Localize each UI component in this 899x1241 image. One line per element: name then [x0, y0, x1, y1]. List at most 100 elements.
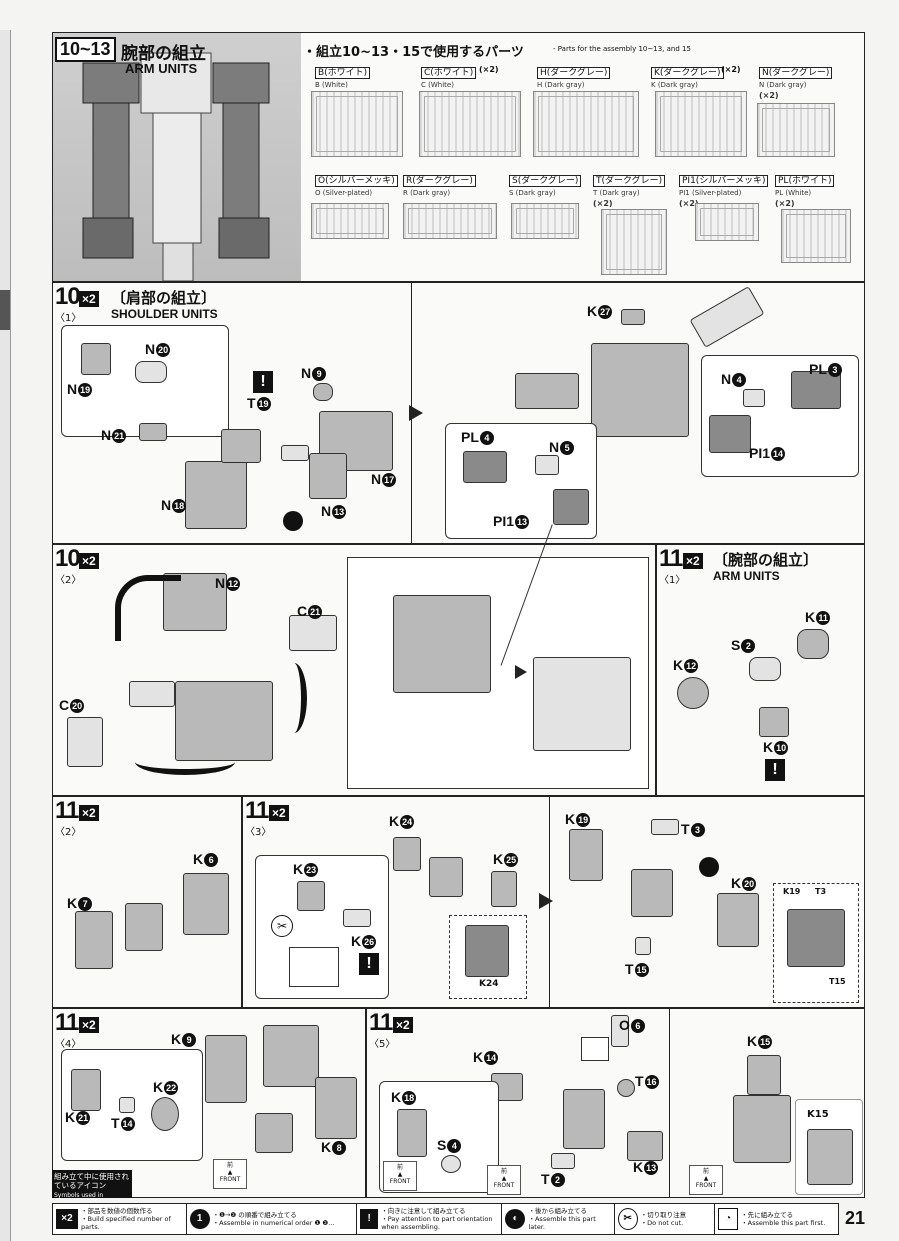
part-n19: [81, 343, 111, 375]
part-t16: [617, 1079, 635, 1097]
part-n21: [139, 423, 167, 441]
part-k12: [677, 677, 709, 709]
part-k8: [315, 1077, 357, 1139]
legend-later: ◐ ・後から組み立てる・Assemble this part later.: [502, 1204, 615, 1234]
parts-heading: ・組立10~13・15で使用するパーツ: [303, 45, 524, 60]
legend-title: 組み立て中に使用されているアイコン: [54, 1172, 129, 1190]
header-panel: 10~13 腕部の組立 ARM UNITS ・組立10~13・15で使用するパー…: [52, 32, 865, 282]
part-n13: [309, 453, 347, 499]
multiply-icon: ×2: [56, 1209, 78, 1229]
part-t19: [281, 445, 309, 461]
front-indicator-11-5a: 前▲FRONT: [383, 1161, 417, 1191]
k15-detail-part: [807, 1129, 853, 1185]
assemble-later-icon-11-3: [699, 857, 719, 877]
elbow-lower: [255, 1113, 293, 1153]
symbol-legend: ×2 ・部品を数値の個数作る・Build specified number of…: [52, 1203, 839, 1235]
detail-shoulder-after: [533, 657, 631, 751]
step-10-1-title-en: SHOULDER UNITS: [111, 307, 218, 321]
k26-warning-icon: !: [359, 953, 379, 975]
step-11-1-sub: 〈1〉: [659, 575, 686, 586]
step-11-2-mult: ×2: [79, 805, 99, 821]
runner-t-sprue: [601, 209, 667, 275]
legend-do-not-cut: ✂ ・切り取り注意・Do not cut.: [615, 1204, 716, 1234]
runner-n-sprue: [757, 103, 835, 157]
step-range-badge: 10~13: [55, 37, 116, 62]
next-step-arrow-11-3: [539, 893, 553, 909]
front-indicator-11-5c: 前▲FRONT: [689, 1165, 723, 1195]
step-10-1-number: 10: [55, 283, 81, 310]
do-not-cut-icon: ✂: [271, 915, 293, 937]
detail-shoulder-before: [393, 595, 491, 693]
wrist-assembly: [631, 869, 673, 917]
shoulder-top-piece: [689, 286, 765, 348]
divider-11-5: [669, 1009, 670, 1197]
legend-orientation: ! ・向きに注意して組み立てる・Pay attention to part or…: [357, 1204, 503, 1234]
part-n20: [135, 361, 167, 383]
left-page-tab: [0, 290, 10, 330]
part-k23: [297, 881, 325, 911]
forearm-assembly: [733, 1095, 791, 1163]
part-t3: [651, 819, 679, 835]
step-11-1-title-en: ARM UNITS: [713, 569, 780, 583]
step-11-3-mult: ×2: [269, 805, 289, 821]
step-11-2-number: 11: [55, 797, 79, 824]
part-k15: [747, 1055, 781, 1095]
part-k6: [183, 873, 229, 935]
shoulder-side-piece: [129, 681, 175, 707]
step-11-4-number: 11: [55, 1009, 79, 1036]
part-pl4: [463, 451, 507, 483]
elbow-core: [263, 1025, 319, 1087]
detail-next-arrow: [515, 665, 527, 679]
step-10-2-number: 10: [55, 545, 81, 572]
left-page-edge: [0, 30, 11, 1241]
part-c21: [289, 615, 337, 651]
step-10-2-mult: ×2: [79, 553, 99, 569]
shoulder-armor-front: [515, 373, 579, 409]
label-k15-detail: K15: [807, 1109, 829, 1120]
part-pi1-13: [553, 489, 589, 525]
step-10-1-sub: 〈1〉: [55, 313, 82, 324]
warning-icon: !: [360, 1209, 379, 1229]
shoulder-assembly-main: [591, 343, 689, 437]
front-indicator-11-5b: 前▲FRONT: [487, 1165, 521, 1195]
forearm-core: [125, 903, 163, 951]
step-11-5-sub: 〈5〉: [369, 1039, 396, 1050]
next-step-arrow: [409, 405, 423, 421]
runner-s-sprue: [511, 203, 579, 239]
step-10-1-mult: ×2: [79, 291, 99, 307]
runner-pi1-sprue: [695, 203, 759, 241]
part-t2: [551, 1153, 575, 1169]
step-11-5-mult: ×2: [393, 1017, 413, 1033]
legend-title-box: 組み立て中に使用されているアイコン Symbols used in instru…: [52, 1170, 132, 1209]
part-n9: [313, 383, 333, 401]
runner-r-sprue: [403, 203, 497, 239]
connector-detail: [289, 947, 339, 987]
part-shoulder-armor: [221, 429, 261, 463]
legend-first: ◔ ・先に組み立てる・Assemble this part first.: [715, 1204, 838, 1234]
forearm-body-11-5: [563, 1089, 605, 1149]
part-n5: [535, 455, 559, 475]
part-k19: [569, 829, 603, 881]
